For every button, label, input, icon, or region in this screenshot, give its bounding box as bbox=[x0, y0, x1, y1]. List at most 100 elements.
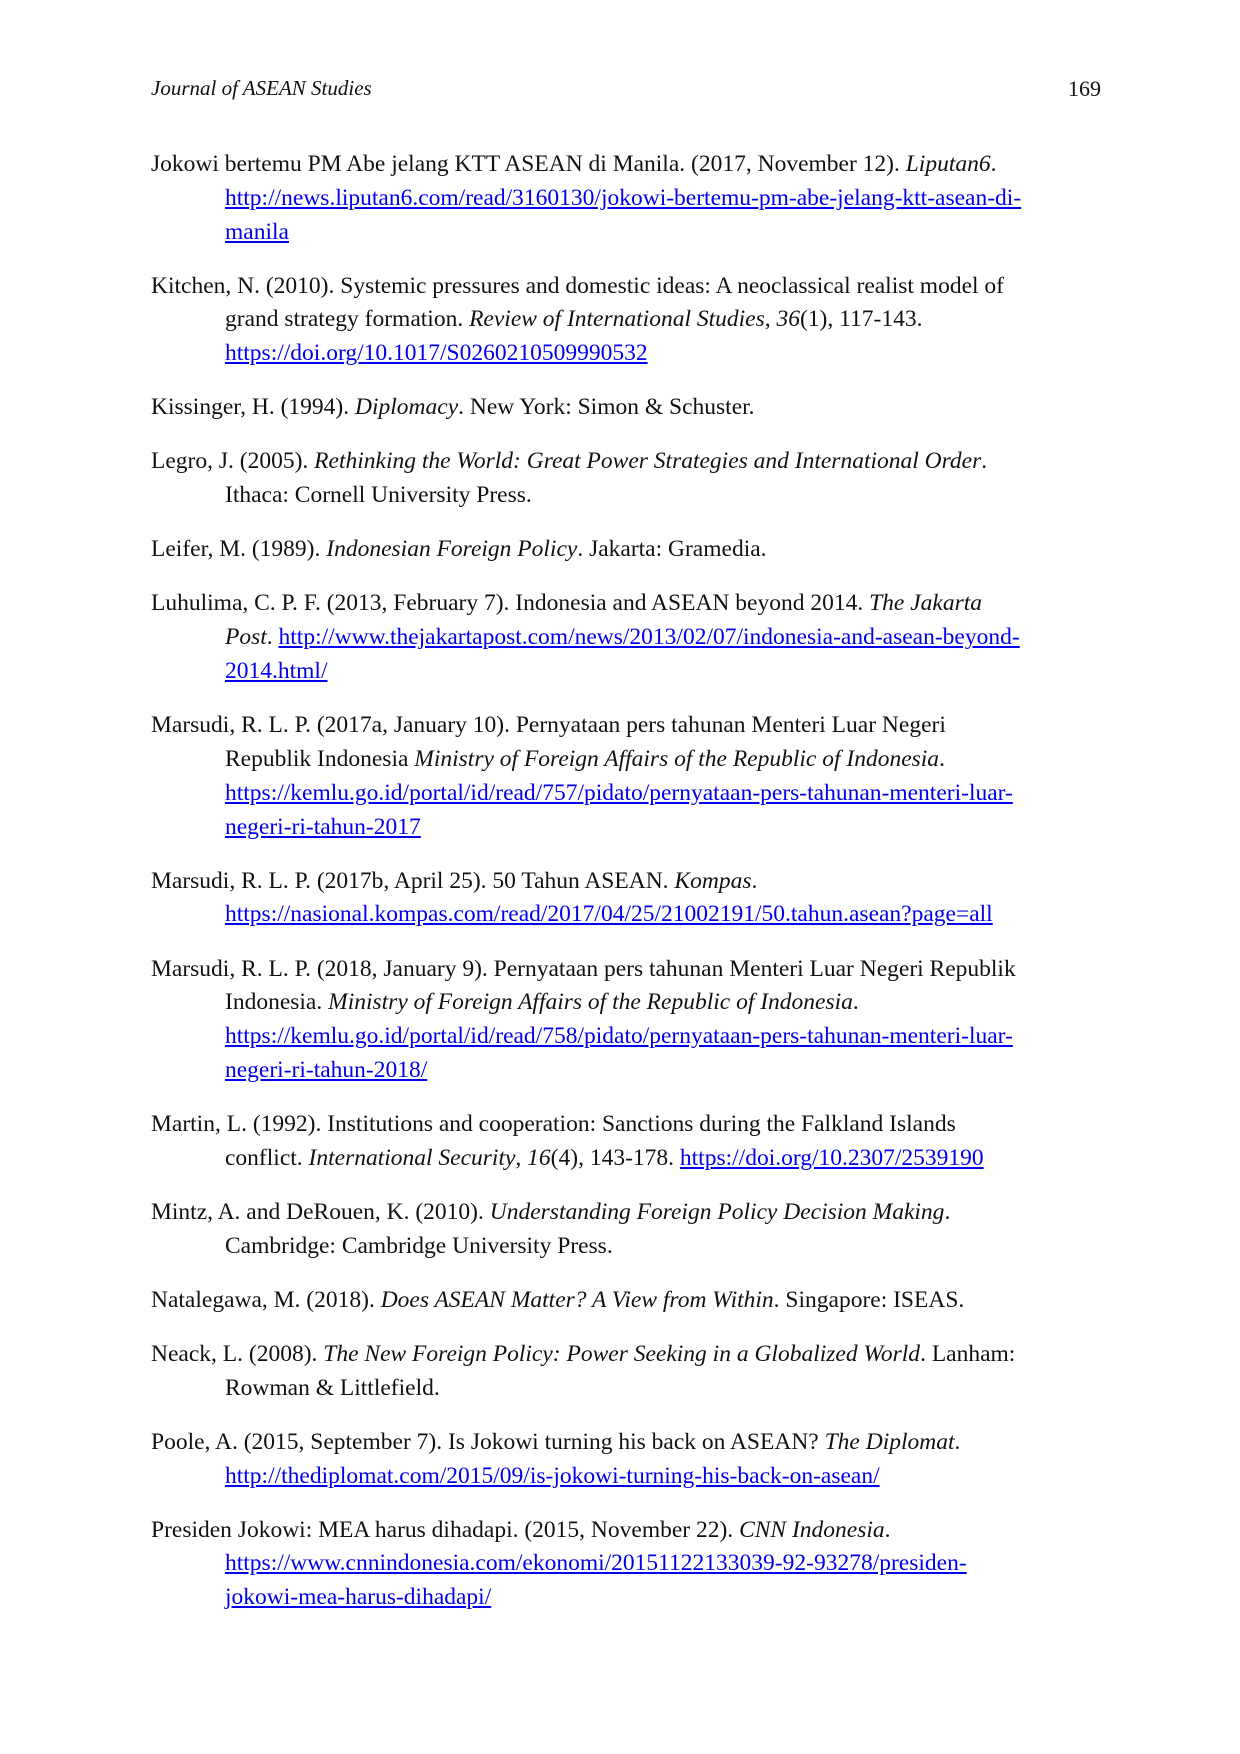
reference-line: negeri-ri-tahun-2017 bbox=[151, 811, 1111, 845]
reference-line: jokowi-mea-harus-dihadapi/ bbox=[151, 1581, 1111, 1615]
reference-text: . Jakarta: Gramedia. bbox=[577, 536, 767, 563]
reference-text: . Lanham: bbox=[920, 1340, 1016, 1367]
reference-entry: Kissinger, H. (1994). Diplomacy. New Yor… bbox=[151, 391, 1111, 425]
reference-italic-text: The Diplomat bbox=[824, 1428, 955, 1455]
reference-link[interactable]: https://doi.org/10.1017/S026021050999053… bbox=[225, 340, 648, 367]
reference-text: Jokowi bertemu PM Abe jelang KTT ASEAN d… bbox=[151, 151, 906, 177]
reference-italic-text: Liputan6 bbox=[905, 151, 991, 177]
reference-line: https://kemlu.go.id/portal/id/read/758/p… bbox=[151, 1020, 1111, 1054]
journal-title: Journal of ASEAN Studies bbox=[151, 76, 372, 100]
reference-italic-text: Understanding Foreign Policy Decision Ma… bbox=[489, 1198, 945, 1225]
reference-link[interactable]: http://news.liputan6.com/read/3160130/jo… bbox=[225, 184, 1022, 211]
page-number: 169 bbox=[1068, 76, 1101, 101]
reference-line: Jokowi bertemu PM Abe jelang KTT ASEAN d… bbox=[151, 148, 1111, 182]
reference-text: Kitchen, N. (2010). Systemic pressures a… bbox=[151, 272, 1004, 299]
reference-line: Marsudi, R. L. P. (2017b, April 25). 50 … bbox=[151, 865, 1111, 899]
reference-text: (4), 143-178. bbox=[550, 1144, 680, 1171]
reference-line: Legro, J. (2005). Rethinking the World: … bbox=[151, 445, 1111, 479]
reference-entry: Marsudi, R. L. P. (2017b, April 25). 50 … bbox=[151, 865, 1111, 933]
reference-line: negeri-ri-tahun-2018/ bbox=[151, 1054, 1111, 1088]
reference-text: . bbox=[884, 1516, 891, 1543]
reference-line: Marsudi, R. L. P. (2018, January 9). Per… bbox=[151, 953, 1111, 987]
reference-text: Mintz, A. and DeRouen, K. (2010). bbox=[151, 1198, 490, 1225]
reference-list: Jokowi bertemu PM Abe jelang KTT ASEAN d… bbox=[151, 148, 1111, 1635]
reference-text: Presiden Jokowi: MEA harus dihadapi. (20… bbox=[151, 1516, 740, 1543]
reference-text: Ithaca: Cornell University Press. bbox=[225, 482, 532, 509]
reference-line: Kitchen, N. (2010). Systemic pressures a… bbox=[151, 270, 1111, 304]
reference-text: . bbox=[981, 448, 988, 475]
reference-line: Cambridge: Cambridge University Press. bbox=[151, 1230, 1111, 1264]
reference-italic-text: 36 bbox=[776, 306, 800, 333]
reference-text: Natalegawa, M. (2018). bbox=[151, 1286, 381, 1313]
reference-line: https://www.cnnindonesia.com/ekonomi/201… bbox=[151, 1547, 1111, 1581]
reference-link[interactable]: jokowi-mea-harus-dihadapi/ bbox=[225, 1584, 492, 1611]
reference-link[interactable]: https://kemlu.go.id/portal/id/read/758/p… bbox=[225, 1023, 1013, 1050]
reference-text: Indonesia. bbox=[225, 989, 329, 1016]
reference-link[interactable]: http://thediplomat.com/2015/09/is-jokowi… bbox=[225, 1462, 880, 1489]
reference-entry: Mintz, A. and DeRouen, K. (2010). Unders… bbox=[151, 1196, 1111, 1264]
reference-entry: Neack, L. (2008). The New Foreign Policy… bbox=[151, 1338, 1111, 1406]
reference-entry: Jokowi bertemu PM Abe jelang KTT ASEAN d… bbox=[151, 148, 1111, 249]
reference-link[interactable]: negeri-ri-tahun-2018/ bbox=[225, 1056, 428, 1083]
reference-italic-text: The Jakarta bbox=[869, 590, 982, 617]
reference-line: Neack, L. (2008). The New Foreign Policy… bbox=[151, 1338, 1111, 1372]
reference-text: Rowman & Littlefield. bbox=[225, 1374, 440, 1401]
reference-line: Indonesia. Ministry of Foreign Affairs o… bbox=[151, 986, 1111, 1020]
reference-italic-text: Ministry of Foreign Affairs of the Repub… bbox=[328, 989, 853, 1016]
reference-text: Republik Indonesia bbox=[225, 745, 415, 772]
reference-entry: Marsudi, R. L. P. (2018, January 9). Per… bbox=[151, 953, 1111, 1088]
reference-line: http://thediplomat.com/2015/09/is-jokowi… bbox=[151, 1460, 1111, 1494]
reference-link[interactable]: 2014.html/ bbox=[225, 658, 328, 685]
reference-link[interactable]: https://kemlu.go.id/portal/id/read/757/p… bbox=[225, 779, 1013, 806]
reference-link[interactable]: http://www.thejakartapost.com/news/2013/… bbox=[278, 624, 1020, 651]
reference-italic-text: Review of International Studies bbox=[469, 306, 765, 333]
reference-link[interactable]: https://www.cnnindonesia.com/ekonomi/201… bbox=[225, 1550, 967, 1577]
reference-line: https://nasional.kompas.com/read/2017/04… bbox=[151, 898, 1111, 932]
reference-line: Marsudi, R. L. P. (2017a, January 10). P… bbox=[151, 709, 1111, 743]
reference-italic-text: Diplomacy bbox=[355, 394, 459, 421]
reference-line: grand strategy formation. Review of Inte… bbox=[151, 303, 1111, 337]
reference-text: . bbox=[944, 1198, 951, 1225]
reference-line: Kissinger, H. (1994). Diplomacy. New Yor… bbox=[151, 391, 1111, 425]
reference-text: Marsudi, R. L. P. (2017b, April 25). 50 … bbox=[151, 867, 675, 894]
reference-line: manila bbox=[151, 216, 1111, 250]
reference-line: http://news.liputan6.com/read/3160130/jo… bbox=[151, 182, 1111, 216]
reference-text: Luhulima, C. P. F. (2013, February 7). I… bbox=[151, 590, 870, 617]
reference-line: Post. http://www.thejakartapost.com/news… bbox=[151, 621, 1111, 655]
reference-italic-text: Rethinking the World: Great Power Strate… bbox=[314, 448, 982, 475]
reference-entry: Luhulima, C. P. F. (2013, February 7). I… bbox=[151, 587, 1111, 688]
reference-italic-text: Indonesian Foreign Policy bbox=[326, 536, 578, 563]
reference-entry: Martin, L. (1992). Institutions and coop… bbox=[151, 1108, 1111, 1176]
reference-text: Neack, L. (2008). bbox=[151, 1340, 324, 1367]
reference-text: . bbox=[751, 867, 758, 894]
reference-italic-text: CNN Indonesia bbox=[739, 1516, 885, 1543]
reference-entry: Leifer, M. (1989). Indonesian Foreign Po… bbox=[151, 533, 1111, 567]
reference-italic-text: International Security bbox=[308, 1144, 516, 1171]
reference-link[interactable]: https://doi.org/10.2307/2539190 bbox=[679, 1144, 984, 1171]
reference-line: Natalegawa, M. (2018). Does ASEAN Matter… bbox=[151, 1284, 1111, 1318]
reference-line: Rowman & Littlefield. bbox=[151, 1372, 1111, 1406]
reference-entry: Presiden Jokowi: MEA harus dihadapi. (20… bbox=[151, 1514, 1111, 1615]
reference-line: Poole, A. (2015, September 7). Is Jokowi… bbox=[151, 1426, 1111, 1460]
reference-text: , bbox=[515, 1144, 528, 1171]
reference-text: . bbox=[852, 989, 859, 1016]
reference-text: , bbox=[764, 306, 777, 333]
reference-italic-text: Kompas bbox=[674, 867, 752, 894]
reference-text: . bbox=[954, 1428, 961, 1455]
reference-line: https://doi.org/10.1017/S026021050999053… bbox=[151, 337, 1111, 371]
reference-link[interactable]: https://nasional.kompas.com/read/2017/04… bbox=[225, 901, 993, 928]
reference-text: Legro, J. (2005). bbox=[151, 448, 315, 475]
reference-line: Leifer, M. (1989). Indonesian Foreign Po… bbox=[151, 533, 1111, 567]
reference-italic-text: Does ASEAN Matter? A View from Within bbox=[380, 1286, 774, 1313]
reference-text: . bbox=[266, 624, 279, 651]
reference-text: Poole, A. (2015, September 7). Is Jokowi… bbox=[151, 1428, 825, 1455]
reference-line: Mintz, A. and DeRouen, K. (2010). Unders… bbox=[151, 1196, 1111, 1230]
reference-italic-text: Ministry of Foreign Affairs of the Repub… bbox=[414, 745, 940, 772]
reference-entry: Natalegawa, M. (2018). Does ASEAN Matter… bbox=[151, 1284, 1111, 1318]
reference-text: Kissinger, H. (1994). bbox=[151, 394, 356, 421]
reference-text: . bbox=[990, 151, 997, 177]
reference-italic-text: Post bbox=[225, 624, 267, 651]
reference-text: Marsudi, R. L. P. (2017a, January 10). P… bbox=[151, 712, 946, 739]
reference-link[interactable]: negeri-ri-tahun-2017 bbox=[225, 813, 421, 840]
reference-link[interactable]: manila bbox=[225, 218, 289, 245]
